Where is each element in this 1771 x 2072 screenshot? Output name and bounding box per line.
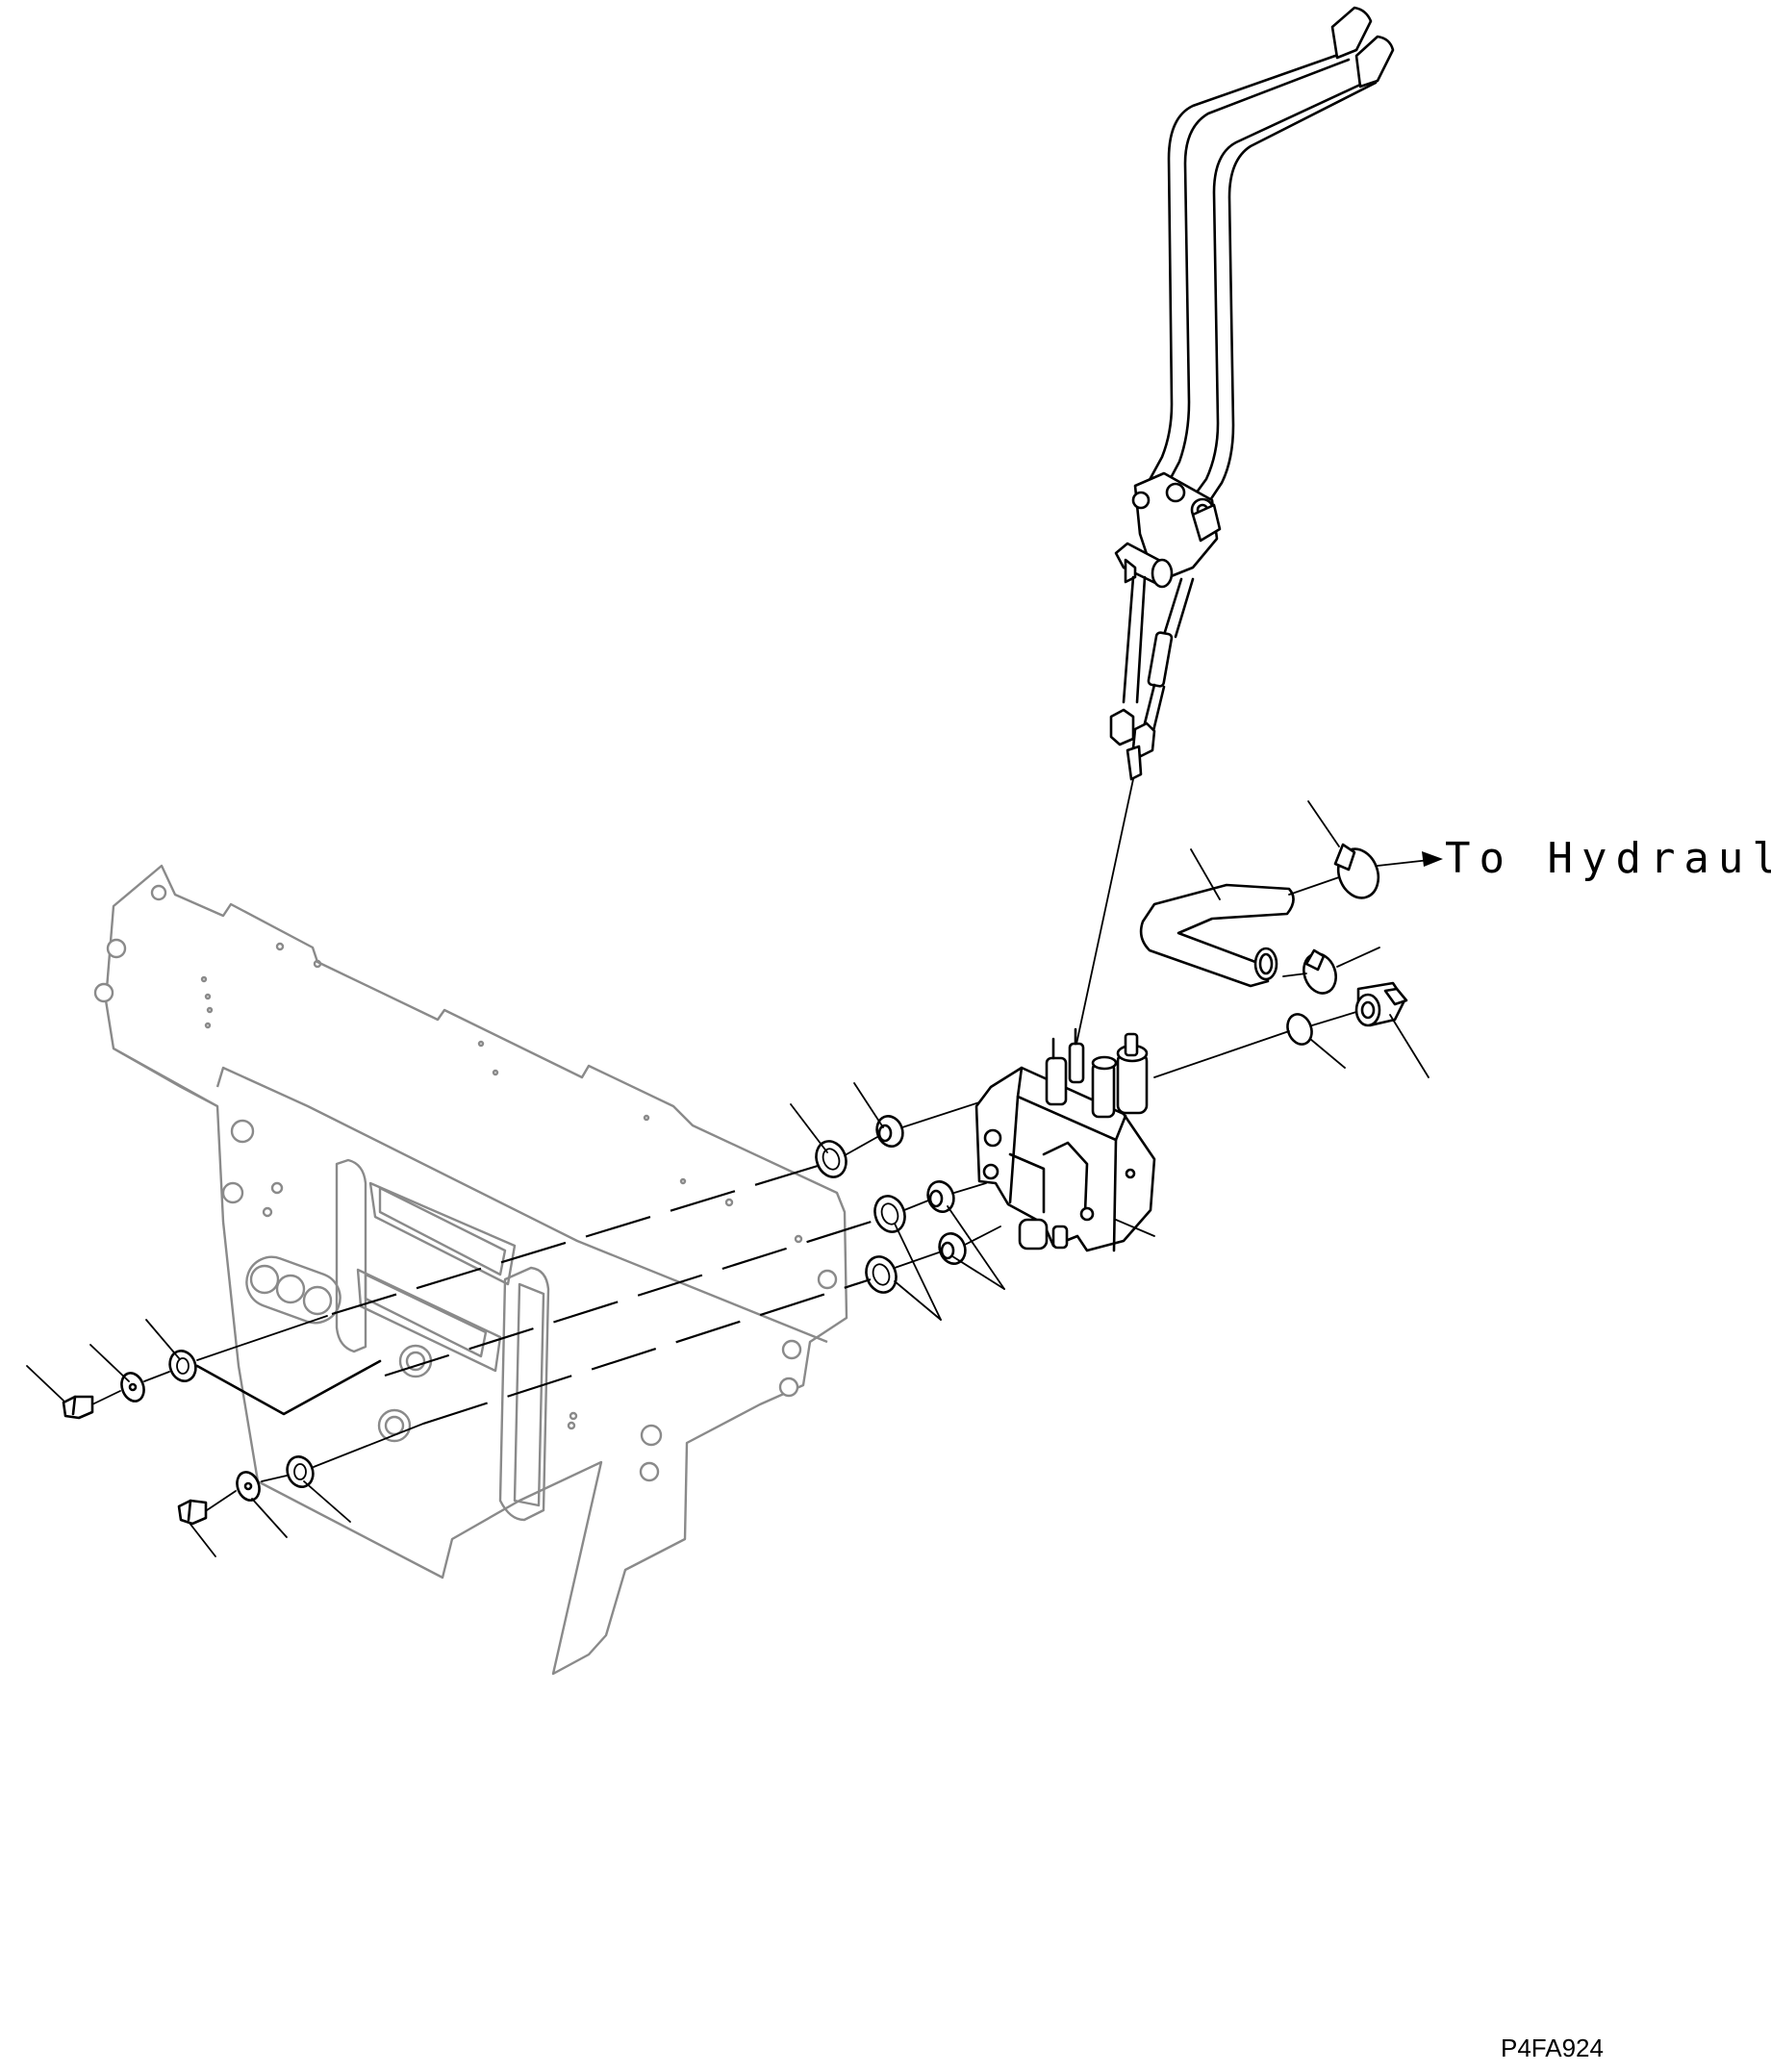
grommet [815,1140,906,1294]
elbow-fitting [1354,981,1408,1027]
o-ring [1286,1013,1313,1046]
leader-lines [26,800,1429,1557]
control-lever-assembly [1075,6,1395,1049]
figure-id: P4FA924 [1501,2034,1604,2062]
washer [120,1350,315,1502]
control-valve [974,1027,1156,1252]
spacer [875,1115,967,1265]
hose-clamp-upper [1333,843,1380,899]
hydraulic-hose [1139,883,1295,988]
hose-clamp-lower [1303,948,1337,995]
assembly-lines [91,851,1443,1511]
bolt [62,1395,208,1526]
to-hydraulic-tank-label: To Hydraulic Tank [1445,834,1771,883]
dash-panel-bracket [93,864,848,1676]
